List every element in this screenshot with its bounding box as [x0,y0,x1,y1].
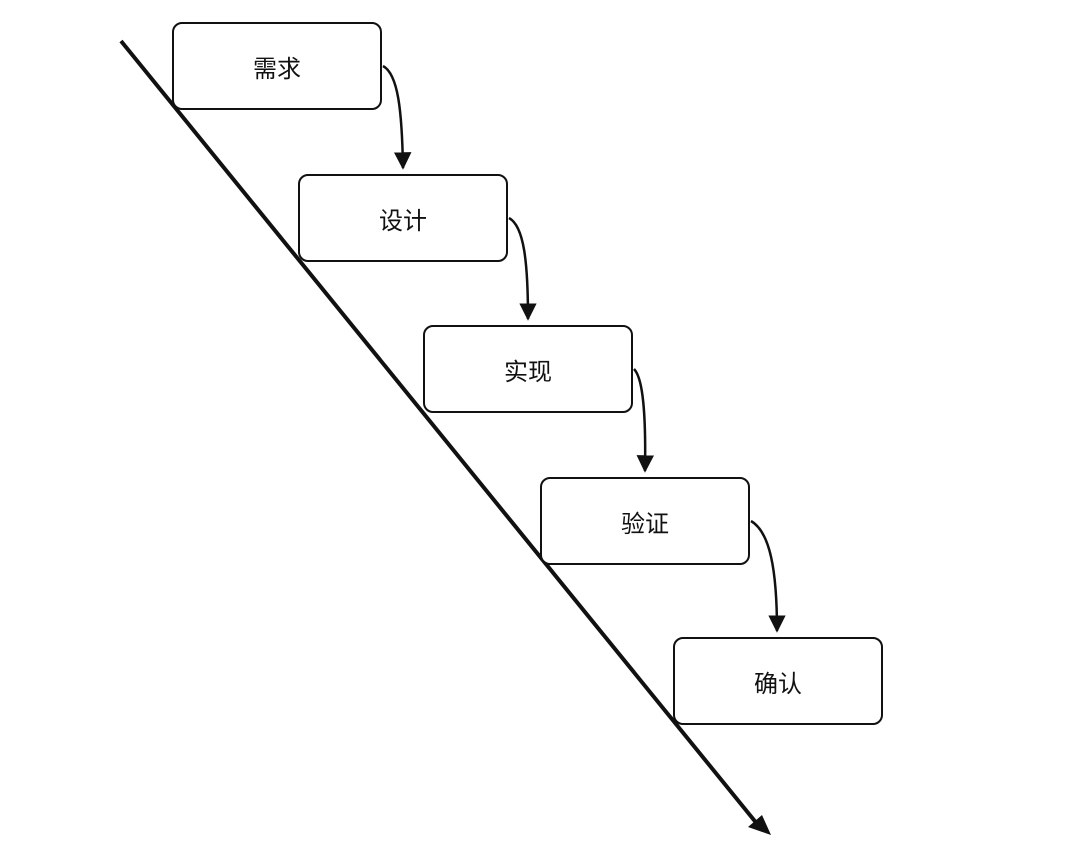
stage-box-implementation: 实现 [423,325,633,413]
stage-label: 验证 [621,509,669,538]
timeline-arrowhead-icon [748,815,771,835]
stage-box-verification: 验证 [540,477,750,565]
stage-label: 需求 [253,54,301,83]
stage-label: 确认 [754,669,802,698]
connector-arrow-2 [508,216,537,321]
stage-box-design: 设计 [298,174,508,262]
stage-label: 实现 [504,357,552,386]
connector-arrow-3 [633,368,655,473]
timeline-axis-line [119,39,760,827]
connector-arrow-1 [382,64,412,170]
stage-label: 设计 [379,206,427,235]
stage-box-requirements: 需求 [172,22,382,110]
stage-box-validation: 确认 [673,637,883,725]
connector-arrow-4 [750,519,786,633]
